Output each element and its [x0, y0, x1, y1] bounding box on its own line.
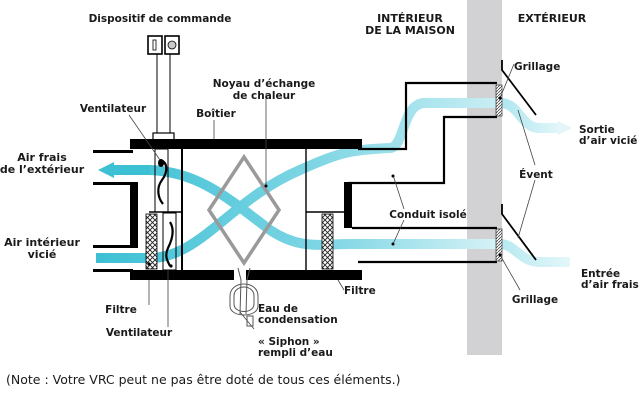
interior-label: INTÉRIEUR: [377, 12, 443, 25]
siphon-label-2: rempli d’eau: [258, 347, 333, 359]
control-device-label: Dispositif de commande: [89, 13, 232, 25]
siphon-label-1: « Siphon »: [258, 336, 320, 348]
core-label-1: Noyau d’échange: [213, 78, 316, 90]
exhaust-flow: [499, 98, 560, 133]
insulated-duct-label: Conduit isolé: [389, 209, 466, 221]
stale-air-label-2: vicié: [28, 248, 57, 261]
footnote: (Note : Votre VRC peut ne pas être doté …: [6, 372, 401, 387]
fresh-air-flow: [112, 165, 496, 250]
filter-right: [321, 213, 334, 270]
control-device: [147, 35, 180, 141]
grille-bottom-label: Grillage: [512, 294, 558, 306]
fan-top-label: Ventilateur: [80, 103, 147, 115]
exhaust-label-2: d’air vicié: [579, 135, 637, 147]
filter-left: [145, 213, 158, 270]
intake-flow: [499, 239, 570, 267]
vent-label: Évent: [519, 168, 553, 181]
fresh-air-label-1: Air frais: [17, 151, 67, 164]
stale-air-label-1: Air intérieur: [4, 236, 80, 249]
left-ducts: [93, 150, 138, 272]
condensate-label-1: Eau de: [258, 303, 298, 315]
grille-top-label: Grillage: [514, 61, 560, 73]
fan-bottom-label: Ventilateur: [106, 327, 173, 339]
heat-exchange-core: [206, 153, 282, 267]
filter-left-label: Filtre: [105, 304, 137, 316]
fan-top: [154, 148, 169, 213]
exterior-label: EXTÉRIEUR: [518, 12, 587, 25]
stale-air-flow: [96, 98, 496, 263]
fresh-air-label-2: de l’extérieur: [0, 163, 85, 176]
condensate-siphon: [229, 267, 259, 327]
fresh-air-arrow: [98, 162, 114, 178]
filter-right-label: Filtre: [344, 285, 376, 297]
intake-label-1: Entrée: [581, 268, 620, 280]
core-label-2: de chaleur: [233, 90, 296, 102]
house-wall: [467, 0, 502, 355]
housing-label: Boîtier: [196, 108, 237, 120]
intake-label-2: d’air frais: [581, 279, 639, 291]
exhaust-arrow: [558, 121, 572, 135]
condensate-label-2: condensation: [258, 314, 338, 326]
exhaust-label-1: Sortie: [579, 124, 615, 136]
interior-label-2: DE LA MAISON: [365, 24, 455, 37]
vent-hoods: [501, 60, 537, 261]
fan-bottom: [162, 212, 177, 271]
leader-lines: [128, 63, 536, 330]
